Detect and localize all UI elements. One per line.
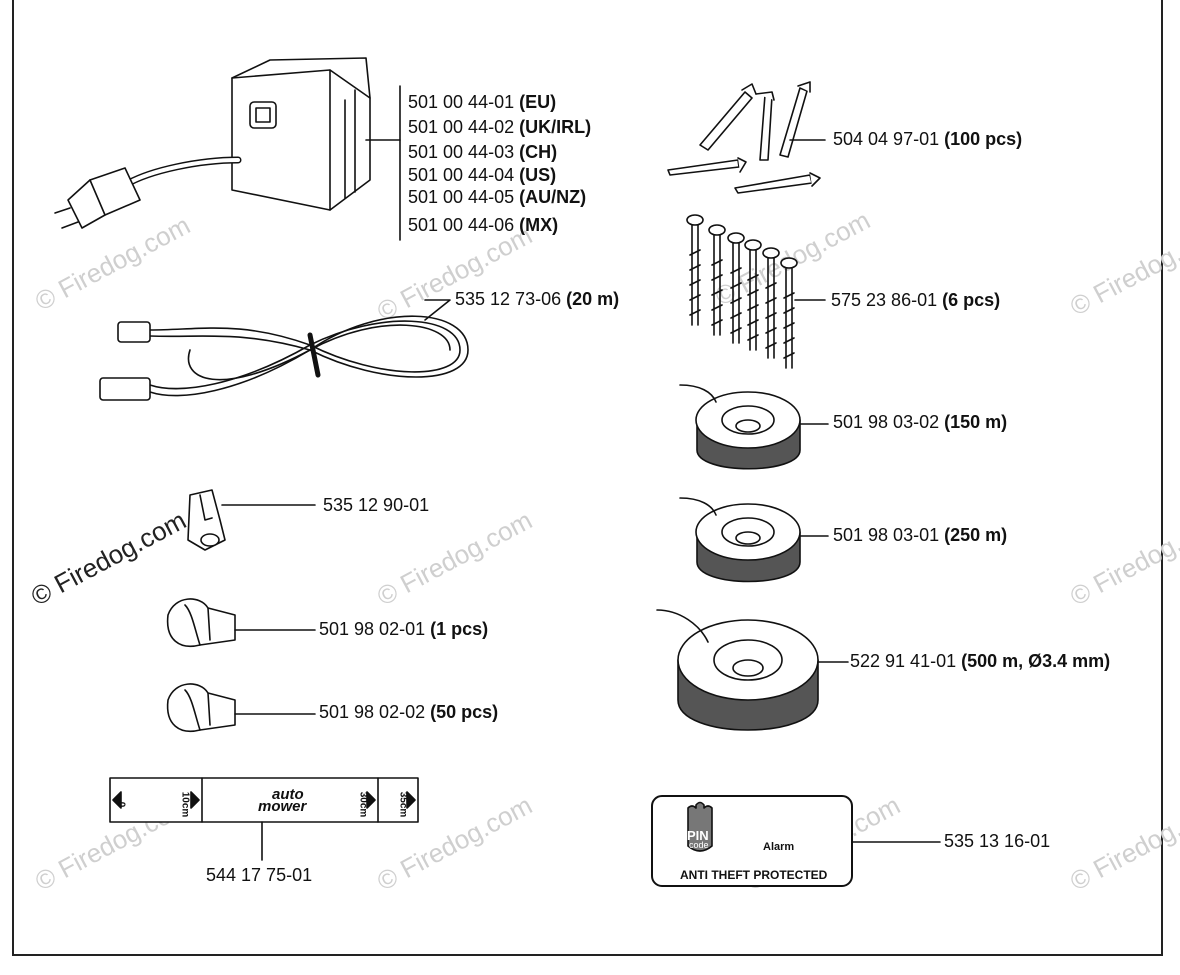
part-label[interactable]: 535 12 90-01 [323, 495, 430, 515]
part-label[interactable]: 544 17 75-01 [206, 865, 313, 885]
leader-line [424, 299, 451, 321]
part-label[interactable]: 504 04 97-01 (100 pcs) [833, 129, 1023, 149]
wire-spool-illustration [679, 384, 801, 470]
ruler-mark-35: 35cm [397, 791, 409, 818]
pegs-illustration [667, 81, 821, 194]
part-label[interactable]: 501 98 02-02 (50 pcs) [319, 702, 499, 722]
part-label[interactable]: 535 12 73-06 (20 m) [455, 289, 620, 309]
connector-illustration [187, 489, 226, 551]
wire-spool-illustration [656, 609, 819, 731]
part-label[interactable]: 501 00 44-06 (MX) [408, 215, 559, 235]
part-label[interactable]: 535 13 16-01 [944, 831, 1051, 851]
ruler-mark-30: 30cm [357, 791, 369, 818]
page-frame [12, 0, 1163, 956]
sticker-alarm-text: Alarm [763, 841, 795, 853]
transformer-illustration [54, 57, 371, 229]
wire-spool-illustration [679, 497, 801, 583]
screws-illustration [686, 214, 798, 369]
part-label[interactable]: 501 98 03-01 (250 m) [833, 525, 1008, 545]
part-label[interactable]: 501 98 03-02 (150 m) [833, 412, 1008, 432]
ruler-brand-line2: mower [258, 798, 307, 815]
part-label[interactable]: 501 00 44-03 (CH) [408, 142, 558, 162]
coupler-illustration [166, 598, 236, 647]
sticker-bottom-text: ANTI THEFT PROTECTED [680, 868, 828, 882]
part-label[interactable]: 501 00 44-01 (EU) [408, 92, 557, 112]
ruler-brand-line1: auto [272, 786, 304, 803]
part-label[interactable]: 501 00 44-04 (US) [408, 165, 557, 185]
alarm-sticker-illustration [651, 795, 853, 887]
part-label[interactable]: 575 23 86-01 (6 pcs) [831, 290, 1001, 310]
measure-ruler-illustration [109, 777, 419, 823]
sticker-code-text: code [689, 840, 709, 850]
sticker-pin-text: PIN [687, 828, 709, 843]
part-label[interactable]: 501 00 44-02 (UK/IRL) [408, 117, 592, 137]
part-label[interactable]: 501 00 44-05 (AU/NZ) [408, 187, 587, 207]
coupler-illustration [166, 683, 236, 732]
ruler-mark-0: 0 [115, 801, 127, 808]
cable-illustration [99, 315, 469, 401]
ruler-mark-10: 10cm [179, 791, 191, 818]
part-label[interactable]: 522 91 41-01 (500 m, Ø3.4 mm) [850, 651, 1111, 671]
part-label[interactable]: 501 98 02-01 (1 pcs) [319, 619, 489, 639]
